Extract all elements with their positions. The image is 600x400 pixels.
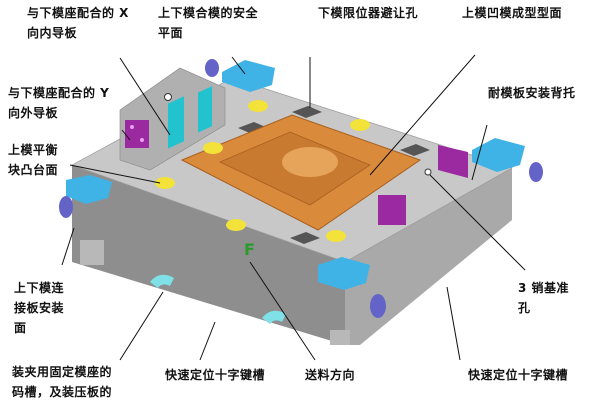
label-line: 码槽，及装压板的 — [12, 385, 113, 399]
label-line: 上下模连 — [14, 281, 65, 295]
label-line: 下模限位器避让孔 — [318, 6, 419, 20]
stopper-relief-hole — [292, 106, 322, 118]
plate-dot — [140, 138, 144, 142]
label-feed-direction: 送料方向 — [305, 365, 355, 385]
label-cross-key-slot: 快速定位十字键槽 — [165, 365, 265, 385]
label-line: 送料方向 — [305, 368, 356, 382]
label-y-outer-guide: 与下模座配合的 Y 向外导板 — [8, 83, 109, 123]
balance-block — [155, 177, 175, 189]
x-inner-guide-plate — [198, 86, 212, 133]
label-pin-reference-hole: 3 销基准孔 — [518, 278, 569, 318]
leader-lines — [61, 54, 526, 361]
bottom-slot — [80, 240, 104, 265]
guide-pin — [370, 294, 386, 318]
label-line: 接板安装 — [14, 301, 65, 315]
label-line: 块凸台面 — [8, 163, 59, 177]
clamp-slot — [262, 310, 286, 324]
stopper-relief-hole — [400, 144, 430, 156]
safety-plane-block — [222, 60, 275, 92]
guide-pin — [59, 196, 73, 218]
stopper-relief-hole — [290, 232, 320, 244]
label-clamp-slot: 装夹用固定模座的码槽，及装压板的 — [12, 362, 112, 400]
label-connecting-plate-surface: 上下模连接板安装面 — [14, 278, 64, 338]
feed-direction-mark: F — [244, 240, 256, 259]
label-forming-surface: 上模凹模成型型面 — [462, 3, 562, 23]
label-stopper-relief-hole: 下模限位器避让孔 — [318, 3, 418, 23]
stopper-relief-hole — [238, 122, 268, 134]
back-support-plate — [438, 145, 468, 178]
label-line: 快速定位十字键槽 — [165, 368, 266, 382]
label-line: 上模平衡 — [8, 143, 59, 157]
balance-block — [248, 100, 268, 112]
label-safety-plane: 上下模合模的安全平面 — [158, 3, 258, 43]
label-line: 上模凹模成型型面 — [462, 6, 563, 20]
right-guide-plate — [378, 195, 406, 225]
safety-plane-block — [318, 257, 370, 290]
balance-block — [350, 119, 370, 131]
clamp-slot — [150, 274, 174, 288]
balance-block — [326, 230, 346, 242]
label-line: 3 销基准 — [518, 281, 570, 295]
safety-plane-block — [66, 175, 112, 204]
label-back-support: 耐模板安装背托 — [488, 83, 576, 103]
label-line: 装夹用固定模座的 — [12, 365, 113, 379]
safety-plane-block — [472, 138, 525, 172]
label-line: 向内导板 — [27, 26, 78, 40]
forming-dome — [282, 147, 338, 177]
die-right-face — [345, 168, 512, 345]
pin-reference-hole — [424, 168, 432, 176]
bottom-slot — [330, 330, 350, 345]
label-line: 耐模板安装背托 — [488, 86, 576, 100]
y-outer-guide-plate — [125, 120, 149, 148]
label-x-inner-guide: 与下模座配合的 X 向内导板 — [27, 3, 129, 43]
label-line: 与下模座配合的 Y — [8, 86, 110, 100]
label-balance-block: 上模平衡块凸台面 — [8, 140, 58, 180]
hole — [164, 93, 172, 101]
label-line: 快速定位十字键槽 — [468, 368, 569, 382]
label-line: 面 — [14, 321, 27, 335]
label-line: 与下模座配合的 X — [27, 6, 129, 20]
label-line: 向外导板 — [8, 106, 59, 120]
label-cross-key-slot-right: 快速定位十字键槽 — [468, 365, 568, 385]
balance-block — [226, 219, 246, 231]
balance-block — [203, 142, 223, 154]
guide-pin — [205, 59, 219, 77]
label-line: 上下模合模的安全 — [158, 6, 259, 20]
x-inner-guide-plate — [168, 96, 184, 149]
die-front-face — [72, 165, 345, 345]
plate-dot — [130, 125, 134, 129]
guide-pin — [529, 162, 543, 182]
label-line: 平面 — [158, 26, 184, 40]
label-line: 孔 — [518, 301, 531, 315]
